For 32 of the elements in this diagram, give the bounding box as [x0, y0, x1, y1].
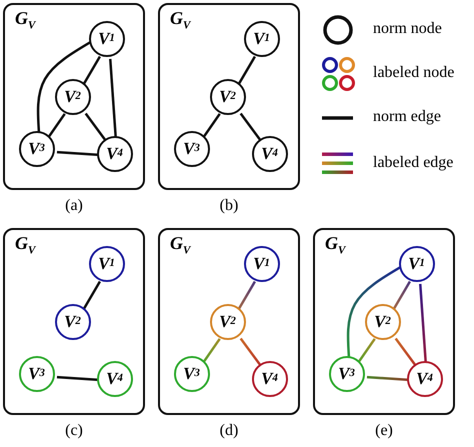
gradient-edge-line: [203, 338, 221, 362]
graph-panel: [158, 228, 300, 415]
graph-title: G$_{V}$: [15, 234, 36, 257]
panel-caption: (e): [375, 423, 393, 439]
gradient-edge-line: [346, 266, 402, 358]
legend-label: norm edge: [373, 109, 441, 125]
graph-title: G$_{V}$: [170, 9, 190, 32]
legend-label: labeled node: [373, 65, 454, 81]
panel-caption: (d): [220, 423, 238, 439]
edge-line: [238, 56, 256, 84]
edge-line: [203, 113, 221, 137]
legend-label: labeled edge: [373, 155, 454, 171]
edge-line: [83, 280, 101, 310]
legend-label: norm node: [373, 21, 442, 37]
panel-caption: (b): [220, 198, 238, 214]
edge-line: [109, 58, 117, 138]
gradient-edge-line: [238, 280, 256, 310]
edge-line: [36, 40, 92, 134]
graph-title: G$_{V}$: [15, 9, 36, 32]
graph-panel: [3, 3, 145, 190]
panel-caption: (c): [65, 423, 83, 439]
gradient-edge-line: [419, 284, 427, 364]
graph-panel: [313, 228, 455, 415]
gradient-edge-line: [393, 280, 411, 310]
edge-line: [48, 113, 66, 137]
graph-title: G$_{V}$: [325, 234, 346, 257]
gradient-edge-line: [358, 338, 376, 362]
graph-title: G$_{V}$: [170, 234, 190, 257]
graph-panel: [158, 3, 300, 190]
graph-panel: [3, 228, 145, 415]
panel-caption: (a): [65, 198, 83, 214]
edge-line: [83, 56, 101, 84]
